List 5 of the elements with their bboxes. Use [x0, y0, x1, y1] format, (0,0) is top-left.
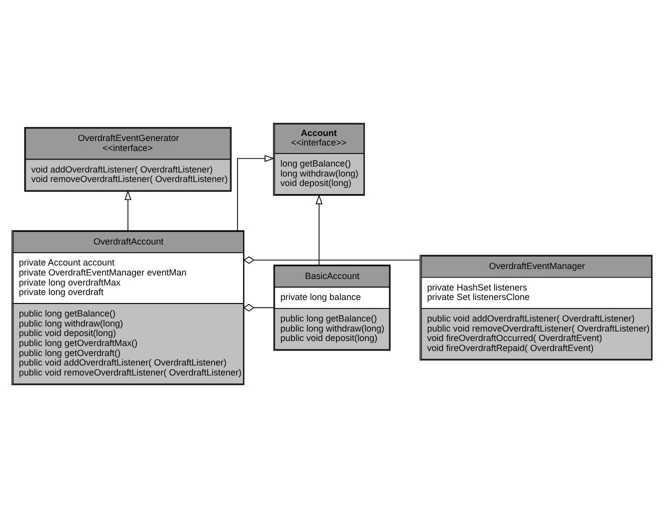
connector: [243, 303, 274, 311]
arrow: [237, 154, 274, 230]
connector: [243, 256, 420, 264]
arrow: [316, 194, 323, 265]
arrow: [124, 190, 132, 230]
